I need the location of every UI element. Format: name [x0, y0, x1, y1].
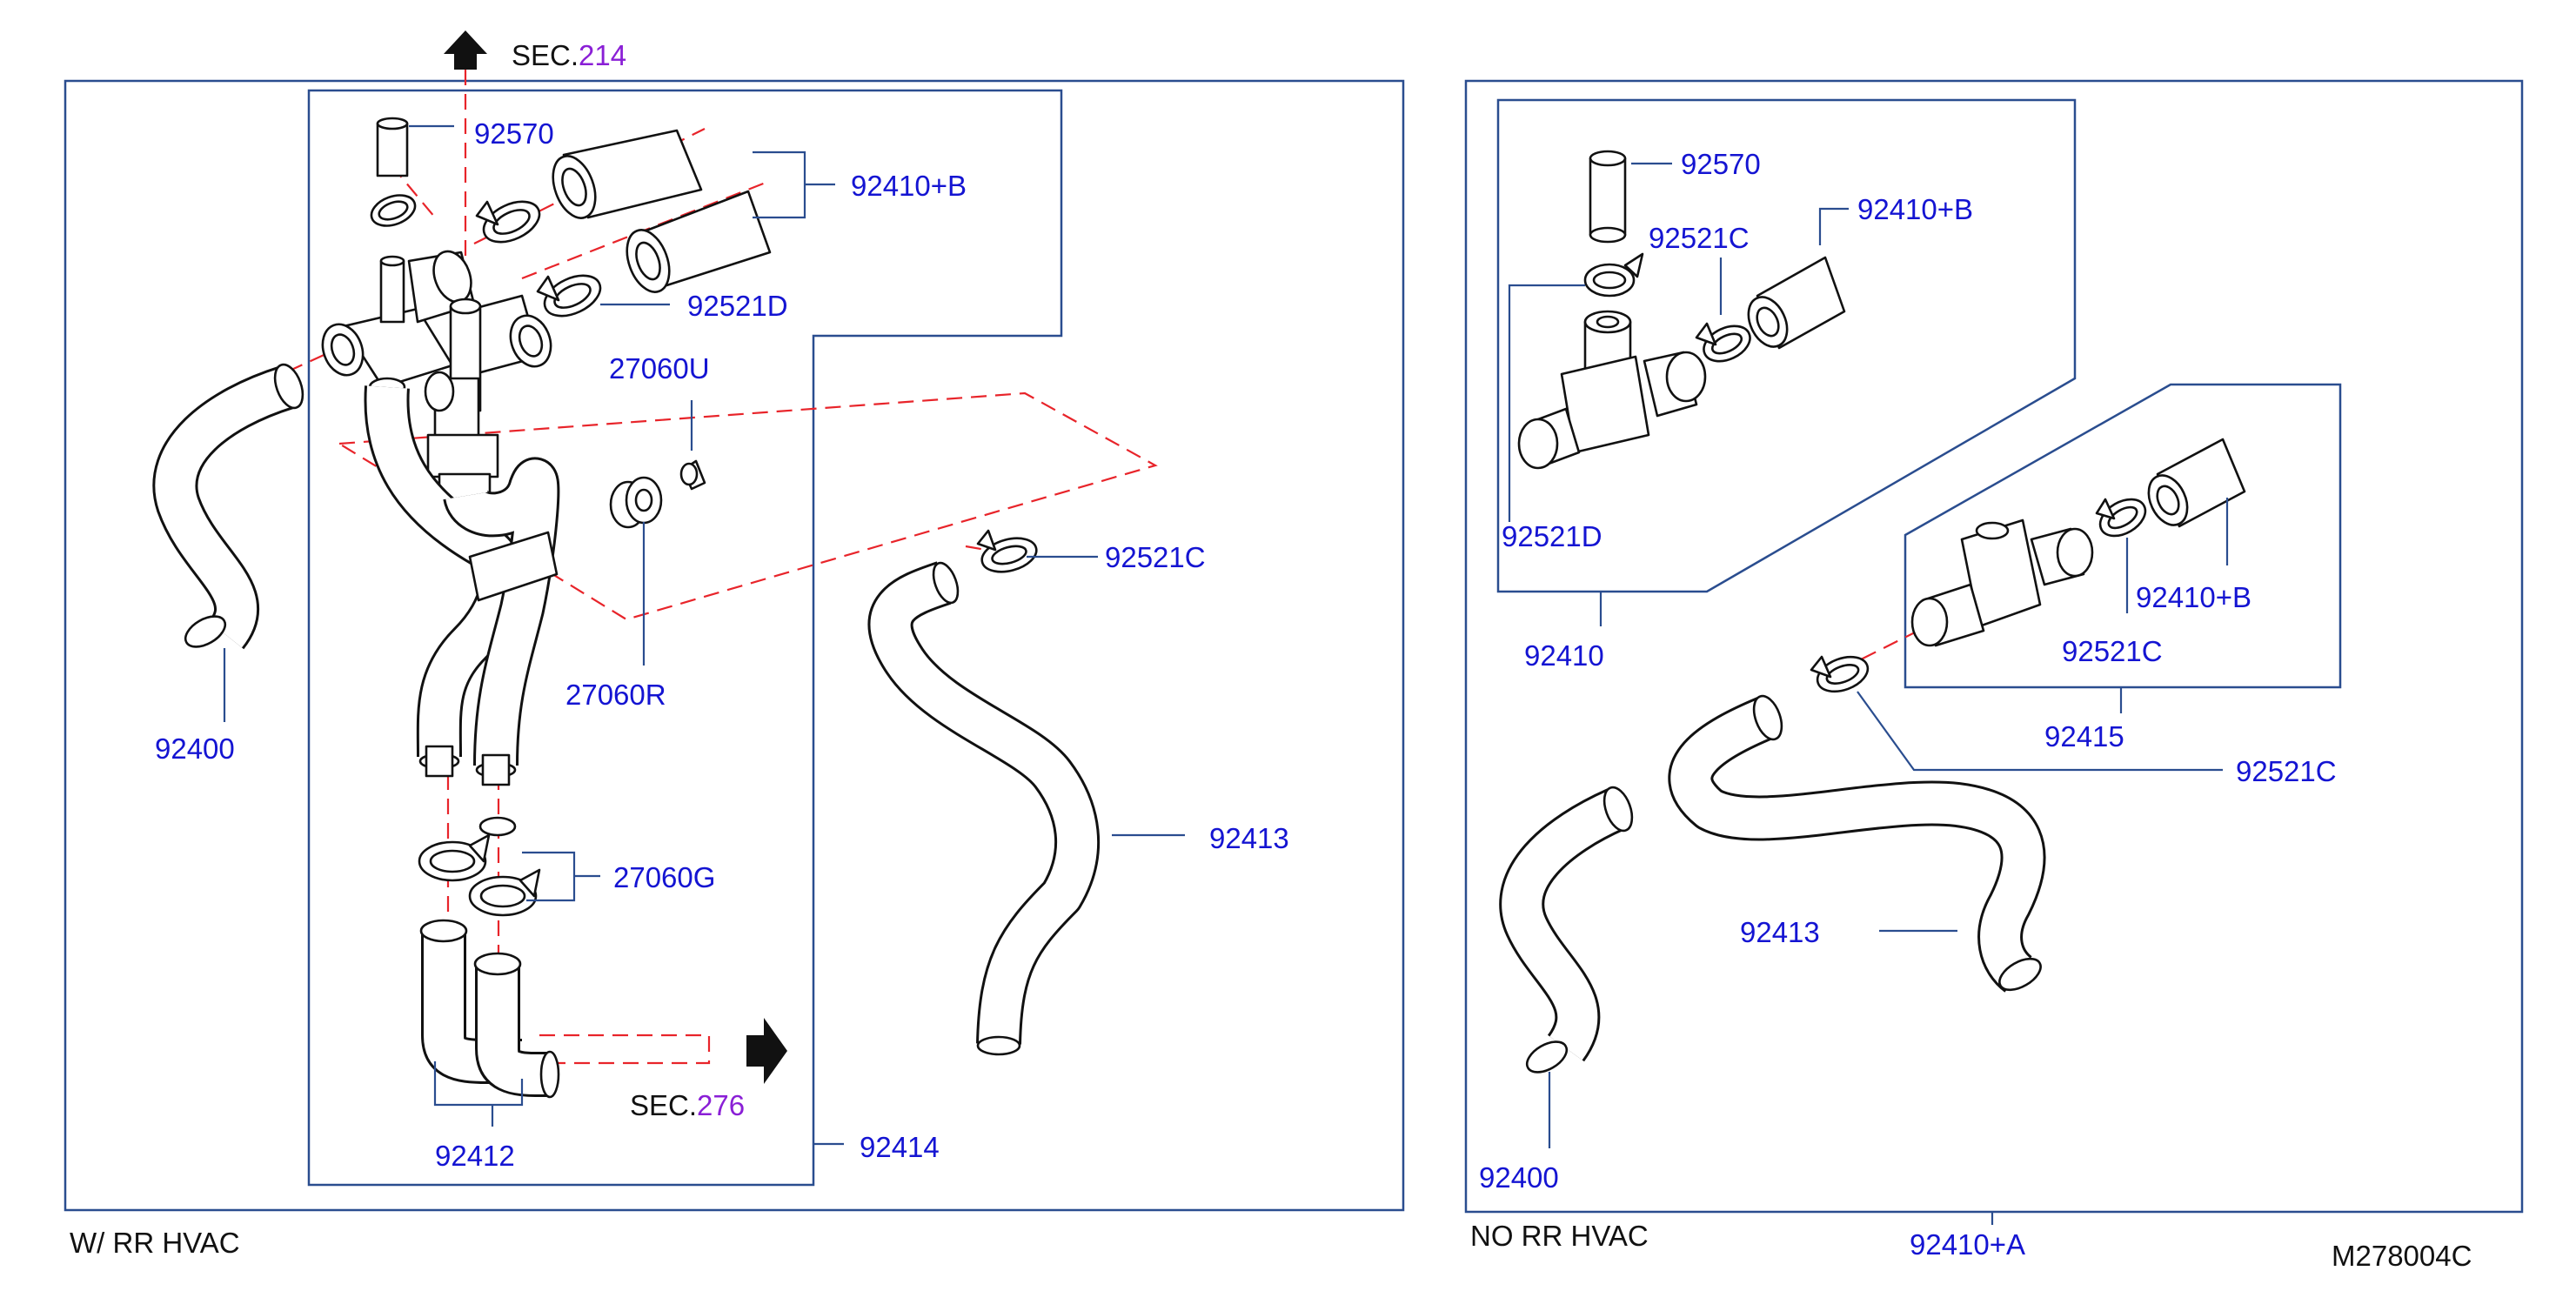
clamp-92521c-mid	[2095, 498, 2147, 538]
arrow-up-icon	[444, 30, 487, 70]
part-label-92413-right: 92413	[1740, 916, 1820, 948]
tee-92410	[1517, 310, 1707, 470]
part-label-92414: 92414	[860, 1131, 940, 1163]
assembly-92415-outline	[1904, 383, 2342, 689]
right-panel-frame	[1464, 79, 2524, 1214]
hose-92400	[152, 363, 304, 650]
tee-92415	[1910, 518, 2094, 647]
part-label-27060r: 27060R	[565, 679, 666, 711]
figure-code: M278004C	[2332, 1240, 2472, 1272]
part-label-92410: 92410	[1524, 639, 1604, 672]
part-label-92410b: 92410+B	[851, 170, 967, 202]
elbow-hoses-92412	[419, 919, 560, 1099]
clamps-27060g	[418, 833, 541, 917]
part-label-92410a: 92410+A	[1910, 1228, 2025, 1261]
clamp-92521c-low	[1810, 655, 1870, 693]
caption-no-rr-hvac: NO RR HVAC	[1470, 1220, 1649, 1252]
pipe-assembly-92414	[364, 385, 560, 837]
clamp-upper-left	[370, 194, 417, 227]
grommets-27060	[609, 459, 706, 529]
clamp-92521d-right	[1583, 252, 1644, 298]
part-label-92410b-top: 92410+B	[1857, 193, 1973, 225]
hose-92413-right	[1668, 694, 2046, 993]
clamp-92521c-left	[976, 529, 1038, 573]
assembly-92410-outline	[1496, 98, 2077, 593]
part-label-92521d-right: 92521D	[1502, 520, 1602, 552]
part-label-27060u: 27060U	[609, 352, 710, 385]
sec-label-top: SEC.214	[512, 39, 626, 71]
part-label-92410b-mid: 92410+B	[2136, 581, 2251, 613]
right-panel: 92570 92410+B 92521C 92521D 92410 92410+…	[1464, 79, 2524, 1272]
short-hose-92410b-top	[1747, 256, 1846, 350]
part-label-92521c: 92521C	[1105, 541, 1206, 573]
part-label-92570-right: 92570	[1681, 148, 1761, 180]
left-panel-frame	[64, 79, 1405, 1212]
part-label-92413: 92413	[1209, 822, 1289, 854]
part-label-27060g: 27060G	[613, 861, 715, 893]
short-hoses-92410b	[552, 129, 772, 293]
arrow-right-icon	[746, 1018, 787, 1084]
assembly-92414-outline	[307, 89, 1063, 1187]
caption-with-rr-hvac: W/ RR HVAC	[70, 1227, 240, 1259]
hose-92400-right	[1499, 786, 1634, 1074]
part-label-92400: 92400	[155, 732, 235, 765]
hose-92413	[867, 561, 1101, 1056]
right-leaders	[1508, 162, 2229, 1225]
sec-label-right: SEC.276	[630, 1089, 745, 1121]
cap-92570	[376, 117, 409, 177]
part-label-92400-right: 92400	[1479, 1161, 1559, 1194]
part-label-92412: 92412	[435, 1140, 515, 1172]
clamp-92521c-top	[1695, 322, 1751, 363]
left-panel: SEC.214 SEC.276 92570 92410+B 92521D 270…	[64, 30, 1405, 1259]
centerline-right	[1839, 625, 1928, 671]
short-hose-92410b-mid	[2147, 438, 2246, 528]
part-label-92570: 92570	[474, 117, 554, 150]
cap-92570-right	[1589, 150, 1627, 244]
part-label-92521c-top: 92521C	[1649, 222, 1750, 254]
part-label-92521d: 92521D	[687, 290, 788, 322]
part-label-92521c-low: 92521C	[2236, 755, 2337, 787]
part-label-92521c-mid: 92521C	[2062, 635, 2163, 667]
left-leaders	[223, 124, 1185, 1146]
part-label-92415: 92415	[2044, 720, 2124, 753]
clamps-92521d	[475, 200, 602, 318]
